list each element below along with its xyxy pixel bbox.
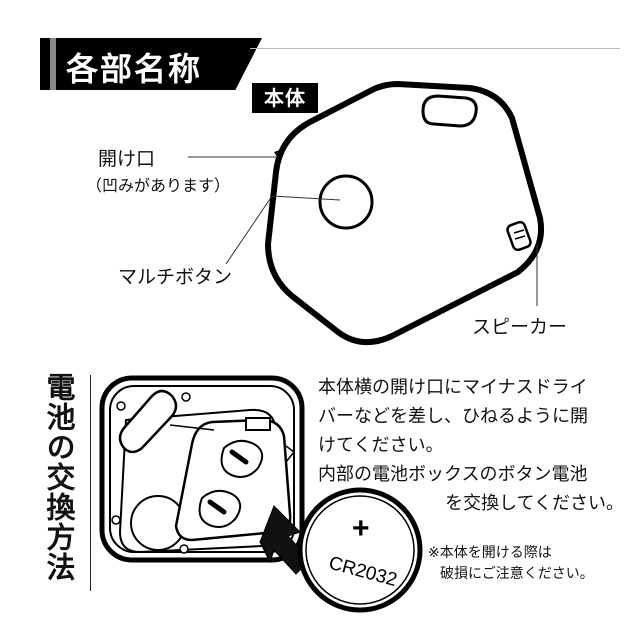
instructions: 本体横の開け口にマイナスドライ バーなどを差し、ひねるように開 けてください。 … [318,373,624,518]
instruction-line: を交換してください。 [445,493,624,514]
section-title-parts: 各部名称 [66,50,203,88]
coin-cell-battery-icon: + CR2032 [297,487,423,613]
banner-stripe [50,38,56,90]
device-badge: 本体 [252,83,318,113]
button-leader-line [225,195,273,265]
section-header-banner: 各部名称 [40,38,262,90]
speaker-label: スピーカー [472,316,568,338]
device-body-drawing [265,81,544,345]
section-divider [90,375,91,591]
note-line: 破損にご注意ください。 [440,566,594,582]
instruction-line: 内部の電池ボックスのボタン電池 [318,464,588,485]
speaker-slot [506,220,532,252]
multi-button-label: マルチボタン [118,266,233,288]
instruction-line: バーなどを差し、ひねるように開 [318,406,588,427]
instruction-line: けてください。 [318,435,444,456]
note-line: ※本体を開ける際は [428,545,552,561]
instruction-line: 本体横の開け口にマイナスドライ [318,377,588,398]
header-divider [250,48,620,49]
coin-cell-plus: + [352,512,370,545]
opening-note: （凹みがあります） [86,176,231,195]
opening-label: 開け口 [98,148,156,170]
battery-section-title: 電池の交換方法 [42,372,76,582]
caution-note: ※本体を開ける際は 破損にご注意ください。 [428,543,628,585]
